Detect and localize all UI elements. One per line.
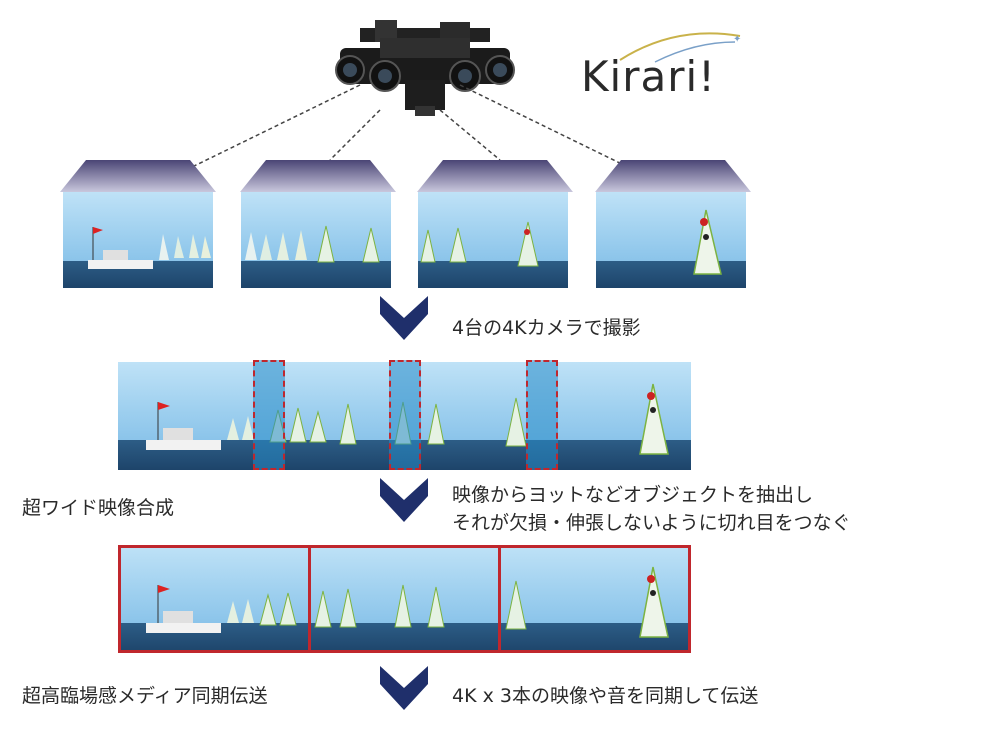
output-panel-1 [118,545,311,653]
logo-arc-icon: ✦ [619,32,741,63]
capture-label: 4台の4Kカメラで撮影 [452,317,641,339]
logo-text: Kirari! [581,52,716,101]
down-arrow-1 [380,296,428,340]
down-arrow-2 [380,478,428,522]
svg-text:✦: ✦ [733,34,741,45]
transmit-desc: 4K x 3本の映像や音を同期して伝送 [452,685,759,707]
down-arrow-3 [380,666,428,710]
camera-frustum-3 [417,160,573,192]
camera-photo-1 [63,192,213,288]
output-panel-3 [498,545,691,653]
output-panel-2 [308,545,501,653]
seam-highlight-1 [253,360,285,470]
stitch-title: 超ワイド映像合成 [22,497,175,519]
seam-highlight-3 [526,360,558,470]
seam-highlight-2 [389,360,421,470]
stitch-desc-line1: 映像からヨットなどオブジェクトを抽出し [452,484,814,506]
kirari-logo: ✦ Kirari! [575,30,745,110]
camera-photo-2 [241,192,391,288]
camera-frustum-1 [60,160,216,192]
camera-frustum-4 [595,160,751,192]
camera-photo-4 [596,192,746,288]
transmit-title: 超高臨場感メディア同期伝送 [22,685,268,707]
camera-photo-3 [418,192,568,288]
camera-rig-icon [335,20,515,116]
camera-view-lines [189,84,631,169]
stitch-desc-line2: それが欠損・伸張しないように切れ目をつなぐ [452,512,851,534]
camera-frustum-2 [240,160,396,192]
split-panorama [118,545,691,653]
